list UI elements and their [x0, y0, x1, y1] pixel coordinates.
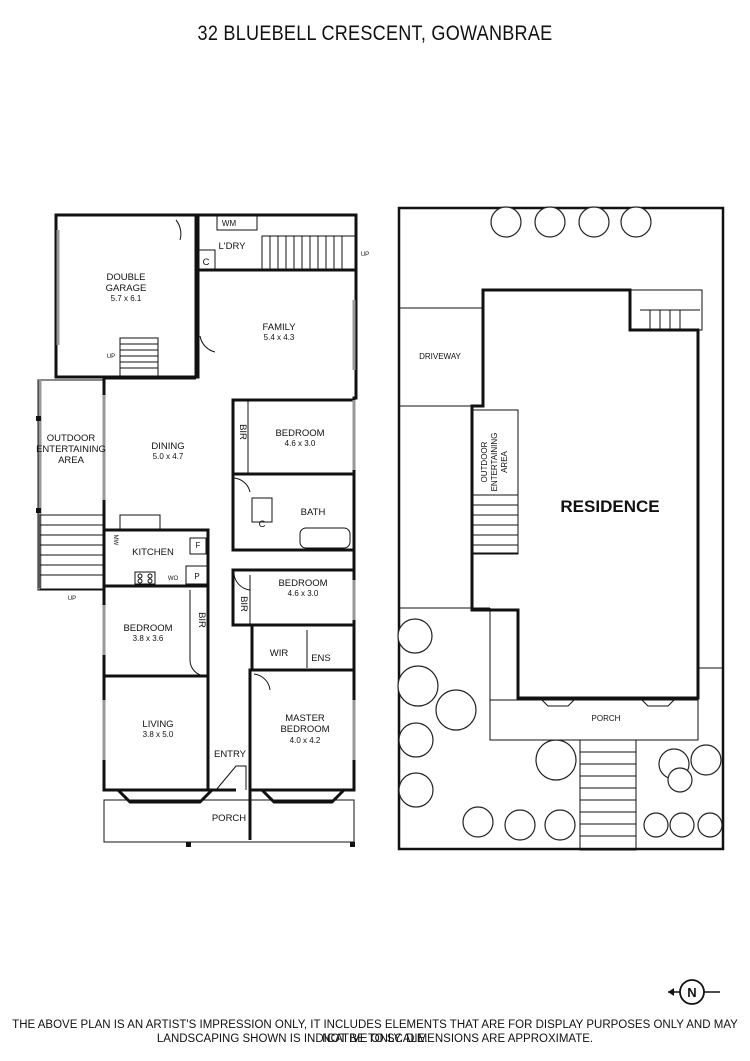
outdoor-area-outline — [37, 379, 105, 591]
appliance-label: WO — [168, 576, 179, 582]
room-label: DOUBLE — [106, 272, 145, 283]
room-label: AREA — [58, 455, 85, 466]
laundry-stairs — [261, 235, 357, 271]
bath-walls — [231, 472, 356, 552]
room-label: FAMILY — [262, 322, 296, 333]
fridge — [189, 537, 207, 555]
outdoor-stairs — [39, 514, 105, 590]
room-label: DINING — [151, 441, 184, 452]
appliance-label: P — [194, 572, 199, 581]
driveway-label: DRIVEWAY — [419, 352, 461, 361]
site-plan: DRIVEWAY OUTDOOR ENTERTAINING AREA RESID… — [397, 206, 725, 851]
room-label: L'DRY — [219, 241, 247, 252]
room-label: KITCHEN — [132, 547, 174, 558]
trees — [397, 206, 723, 841]
stair-label: UP — [361, 252, 369, 258]
floor-plan: DOUBLE GARAGE 5.7 x 6.1 WM L'DRY C UP FA… — [36, 213, 369, 847]
room-label: BEDROOM — [278, 578, 327, 589]
room-label: BATH — [301, 507, 326, 518]
room-dims: 4.0 x 4.2 — [290, 736, 321, 745]
room-label: OUTDOOR — [47, 433, 96, 444]
porch-outline — [103, 799, 355, 843]
cooktop — [134, 571, 156, 585]
outdoor-label: AREA — [500, 450, 509, 472]
room-label: LIVING — [142, 719, 173, 730]
washing-machine — [216, 215, 258, 231]
site-front-stairs — [579, 739, 637, 851]
room-dims: 3.8 x 5.0 — [143, 730, 174, 739]
room-label: MASTER — [285, 713, 325, 724]
appliance-label: F — [196, 541, 201, 550]
room-label: BEDROOM — [275, 428, 324, 439]
appliance-label: MW — [112, 535, 118, 546]
bath-cupboard — [251, 497, 273, 523]
room-label: ENTRY — [214, 749, 247, 760]
room-label: ENS — [311, 653, 331, 664]
pantry — [185, 565, 209, 585]
wir-ens-walls — [250, 623, 356, 672]
room-label: WIR — [270, 648, 289, 659]
bathtub — [299, 527, 351, 549]
room-dims: 5.0 x 4.7 — [153, 452, 184, 461]
disclaimer-line-1: THE ABOVE PLAN IS AN ARTIST'S IMPRESSION… — [12, 1019, 738, 1045]
master-bay-window — [260, 788, 346, 804]
room-label: PORCH — [212, 813, 246, 824]
kitchen-bench — [119, 514, 161, 530]
outdoor-label: OUTDOOR — [480, 441, 489, 482]
stair-label: UP — [107, 354, 115, 360]
residence-outline — [470, 288, 700, 700]
stair-label: UP — [68, 596, 76, 602]
room-label: ENTERTAINING — [36, 444, 106, 455]
living-bay-window — [116, 788, 214, 804]
room-label: BEDROOM — [123, 623, 172, 634]
entry-step — [215, 765, 247, 791]
compass-label: N — [687, 985, 696, 1000]
room-dims: 4.6 x 3.0 — [288, 589, 319, 598]
room-label: BIR — [237, 424, 248, 440]
room-dims: 4.6 x 3.0 — [285, 439, 316, 448]
outdoor-label: ENTERTAINING — [490, 433, 499, 492]
room-label: BIR — [196, 612, 207, 628]
room-dims: 5.4 x 4.3 — [264, 333, 295, 342]
north-compass-icon: N — [668, 979, 720, 1005]
site-stairs-top — [629, 289, 703, 331]
site-outdoor-area — [471, 409, 519, 555]
garage-stairs — [119, 337, 159, 377]
site-outdoor-stairs — [471, 494, 519, 554]
room-label: C — [203, 257, 210, 268]
room-label: BIR — [238, 596, 249, 612]
garage-door-swing — [199, 335, 216, 353]
room-label: C — [259, 519, 266, 530]
site-boundary — [397, 206, 725, 851]
page-title: 32 BLUEBELL CRESCENT, GOWANBRAE — [197, 22, 553, 45]
site-porch-label: PORCH — [592, 714, 621, 723]
room-dims: 3.8 x 3.6 — [133, 634, 164, 643]
room-label: BEDROOM — [280, 724, 329, 735]
room-dims: 5.7 x 6.1 — [111, 294, 142, 303]
residence-label: RESIDENCE — [560, 497, 659, 516]
disclaimer-line-2: LANDSCAPING SHOWN IS INDICATIVE ONLY. DI… — [156, 1033, 594, 1045]
room-label: WM — [222, 219, 237, 228]
room-label: GARAGE — [106, 283, 147, 294]
